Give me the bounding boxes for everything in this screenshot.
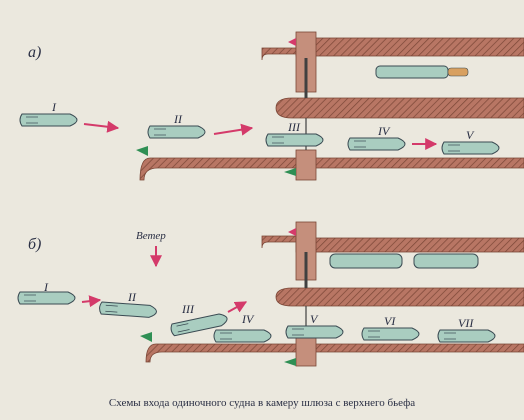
vessel-a-1	[19, 113, 78, 127]
chamber-top-wall-a	[295, 37, 524, 57]
vessel-b-5-label: V	[310, 312, 318, 326]
middle-pier-a	[275, 97, 524, 119]
moored-vessel-b-2	[413, 253, 479, 269]
middle-pier-b	[275, 287, 524, 307]
vessel-a-5-label: V	[466, 128, 474, 142]
vessel-b-1-label: I	[44, 280, 48, 294]
vessel-b-7-label: VII	[458, 316, 474, 330]
vessel-a-2-label: II	[174, 112, 182, 126]
vessel-b-6-label: VI	[384, 314, 396, 328]
signal-light-upper-a	[288, 38, 296, 46]
moored-vessel-a	[375, 65, 469, 79]
green-light-entrance-a	[136, 146, 148, 156]
vessel-a-3-label: III	[288, 120, 300, 134]
vessel-b-6	[361, 327, 420, 341]
wind-label: Ветер	[136, 230, 166, 242]
gate-post-lower-b	[295, 335, 317, 367]
vessel-a-3	[265, 133, 324, 147]
upper-guide-wall-b	[261, 235, 301, 249]
vessel-b-2-label: II	[128, 290, 136, 304]
vessel-a-4-label: IV	[378, 124, 390, 138]
signal-light-upper-b	[288, 228, 296, 236]
panel-a-label: а)	[28, 44, 42, 61]
vessel-a-2	[147, 125, 206, 139]
lower-guide-wall-b	[145, 343, 524, 363]
vessel-a-5	[441, 141, 500, 155]
figure-caption: Схемы входа одиночного судна в камеру шл…	[108, 397, 416, 409]
upper-guide-wall-a	[261, 47, 301, 61]
lower-guide-wall-a	[139, 157, 524, 181]
green-light-entrance-b	[140, 332, 152, 342]
vessel-b-4-label: IV	[242, 312, 254, 326]
signal-light-lower-b	[284, 358, 296, 366]
panel-a	[19, 31, 524, 181]
panel-b-label: б)	[28, 236, 42, 253]
panel-b	[17, 221, 524, 367]
chamber-top-wall-b	[295, 237, 524, 253]
moored-vessel-b-1	[329, 253, 403, 269]
signal-light-lower-a	[284, 168, 296, 176]
vessel-b-5	[285, 325, 344, 339]
vessel-b-7	[437, 329, 496, 343]
vessel-a-4	[347, 137, 406, 151]
vessel-a-1-label: I	[52, 100, 56, 114]
vessel-b-3-label: III	[182, 302, 194, 316]
gate-post-lower-a	[295, 149, 317, 181]
vessel-b-4	[213, 329, 272, 343]
